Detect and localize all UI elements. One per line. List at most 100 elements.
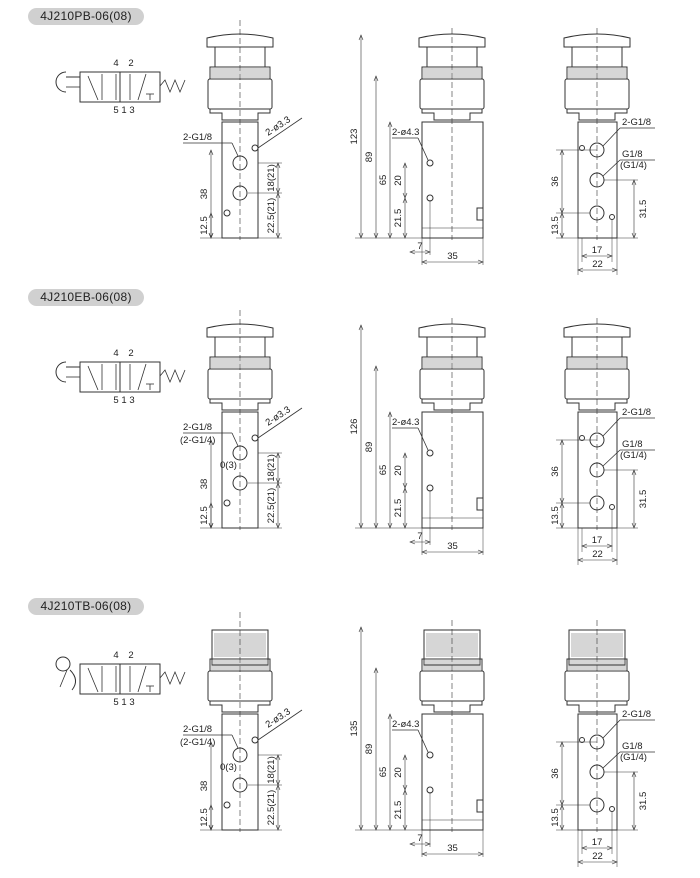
dim-65: 65 [378, 767, 389, 778]
port-4-label: 4 [113, 348, 118, 359]
flow-arrow [137, 363, 147, 391]
mount-hole [251, 736, 259, 744]
dim-31-5: 31.5 [638, 792, 649, 811]
dim-65: 65 [378, 465, 389, 476]
port-3-label: 3 [129, 697, 134, 708]
mounting-collar [566, 399, 628, 411]
dimension-arrow [409, 249, 431, 255]
spring-icon [159, 670, 186, 686]
spring-icon [159, 368, 186, 384]
mount-hole-label: 2-ø4.3 [392, 719, 419, 730]
flow-arrow [137, 665, 147, 693]
port-5-label: 5 [113, 105, 118, 116]
mount-hole-label: 2-ø4.3 [392, 127, 419, 138]
mounting-collar [566, 109, 628, 121]
mount-hole [426, 751, 434, 759]
leader [231, 734, 239, 749]
mounting-collar [209, 701, 271, 713]
dimension-arrow [409, 841, 431, 847]
dim-21-5: 21.5 [393, 801, 404, 820]
port-label: 2-G1/8 [183, 724, 212, 735]
model-label-eb: 4J210EB-06(08) [28, 289, 144, 306]
port-hole [232, 445, 248, 461]
leader [602, 449, 621, 467]
port-2-label: 2 [128, 58, 133, 69]
dim-38: 38 [199, 479, 210, 490]
dim-22-5: 22.5(21) [266, 790, 277, 825]
mount-hole [223, 499, 231, 507]
end-port-mid-alt-label: (G1/4) [620, 752, 647, 763]
leader [417, 427, 429, 451]
port-hole [232, 475, 248, 491]
mounting-collar [209, 109, 271, 121]
lever [59, 669, 68, 688]
dim-13-5: 13.5 [550, 216, 561, 235]
dim-13-5: 13.5 [550, 808, 561, 827]
leader [602, 751, 621, 769]
gap-label: 0(3) [220, 762, 237, 773]
dim-65: 65 [378, 175, 389, 186]
dim-31-5: 31.5 [638, 490, 649, 509]
dim-21-5: 21.5 [393, 499, 404, 518]
dimension-arrow [577, 557, 618, 563]
dim-35: 35 [447, 251, 458, 262]
bonnet [564, 670, 630, 702]
port-alt-label: (2-G1/4) [180, 435, 215, 446]
end-port-top-label: 2-G1/8 [622, 709, 651, 720]
symbol-box-left [79, 71, 121, 103]
dimension-arrow [421, 549, 484, 555]
bonnet [564, 78, 630, 110]
mushroom-button [418, 323, 486, 338]
dim-22: 22 [592, 851, 603, 862]
port-hole [232, 777, 248, 793]
dim-13-5: 13.5 [550, 506, 561, 525]
front-view: 2-G1/8(2-G1/4)0(3)2-ø3.33812.518(21)22.5… [180, 612, 303, 832]
dimension-arrow [577, 859, 618, 865]
mount-hole-label: 2-ø3.3 [264, 404, 293, 428]
dim-12-5: 12.5 [199, 216, 210, 235]
leader [257, 117, 303, 149]
port-hole [232, 747, 248, 763]
mount-hole-label: 2-ø3.3 [264, 706, 293, 730]
spring-icon [159, 78, 186, 94]
leader [602, 159, 621, 177]
dim-36: 36 [550, 176, 561, 187]
mount-hole [251, 434, 259, 442]
dimension-arrow [409, 539, 431, 545]
end-port-mid-alt-label: (G1/4) [620, 160, 647, 171]
mount-hole-label: 2-ø4.3 [392, 417, 419, 428]
mount-hole [426, 159, 434, 167]
symbol-box-right [119, 361, 161, 393]
leader [417, 729, 429, 753]
leader [602, 417, 621, 437]
mount-hole [426, 449, 434, 457]
leader [602, 127, 621, 147]
port-5-label: 5 [113, 697, 118, 708]
dim-38: 38 [199, 189, 210, 200]
button-actuator-icon [55, 71, 80, 93]
bonnet [207, 78, 273, 110]
dim-22: 22 [592, 549, 603, 560]
mushroom-button [563, 323, 631, 338]
mount-hole [223, 209, 231, 217]
mount-hole [223, 801, 231, 809]
front-view: 2-G1/8(2-G1/4)0(3)2-ø3.33812.518(21)22.5… [180, 310, 303, 530]
dim-89: 89 [364, 152, 375, 163]
dimension-arrow [581, 543, 613, 549]
mount-hole [609, 214, 615, 220]
button-actuator-icon [55, 361, 80, 383]
dim-overall: 135 [349, 721, 360, 737]
mount-hole [579, 145, 585, 151]
end-port-top-label: 2-G1/8 [622, 407, 651, 418]
push-button [563, 33, 631, 48]
dim-31-5: 31.5 [638, 200, 649, 219]
mounting-collar [209, 399, 271, 411]
dimension-arrow [421, 851, 484, 857]
